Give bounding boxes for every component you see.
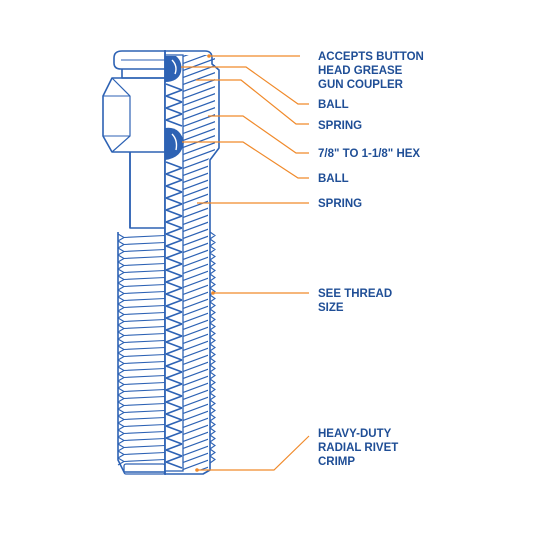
fitting-section-half: [164, 50, 220, 475]
label-thread-size: SEE THREAD SIZE: [318, 288, 395, 314]
label-ball-lower: BALL: [318, 173, 349, 185]
leader-spring-upper: [196, 79, 309, 125]
leader-ball-upper: [181, 66, 309, 105]
upper-ball: [165, 56, 182, 82]
lower-ball: [165, 127, 184, 160]
upper-spring: [165, 83, 183, 127]
section-thread-teeth: [209, 231, 216, 464]
section-threads: [209, 231, 216, 464]
callout-leaders: [181, 54, 310, 472]
leader-ball-lower: [182, 141, 309, 179]
external-thread-profile: [117, 233, 166, 466]
hatch-lines: [165, 55, 215, 470]
label-rivet-crimp: HEAVY-DUTY RADIAL RIVET CRIMP: [318, 428, 402, 468]
button-head: [113, 50, 165, 70]
cut-material-hatch: [165, 55, 215, 470]
external-threads: [117, 233, 166, 466]
section-outline: [164, 50, 220, 475]
callout-labels: ACCEPTS BUTTON HEAD GREASE GUN COUPLER B…: [318, 51, 427, 468]
leader-hex: [208, 115, 309, 154]
label-ball-upper: BALL: [318, 99, 349, 111]
springs: [165, 83, 183, 469]
thread-envelope: [117, 232, 165, 473]
shank: [129, 152, 165, 229]
hex-body: [102, 77, 165, 153]
lower-spring: [165, 161, 183, 469]
label-spring-lower: SPRING: [318, 198, 362, 210]
label-button-head: ACCEPTS BUTTON HEAD GREASE GUN COUPLER: [318, 51, 427, 91]
leader-crimp: [197, 435, 310, 471]
label-hex-size: 7/8" TO 1-1/8" HEX: [318, 148, 420, 160]
label-spring-upper: SPRING: [318, 120, 362, 132]
